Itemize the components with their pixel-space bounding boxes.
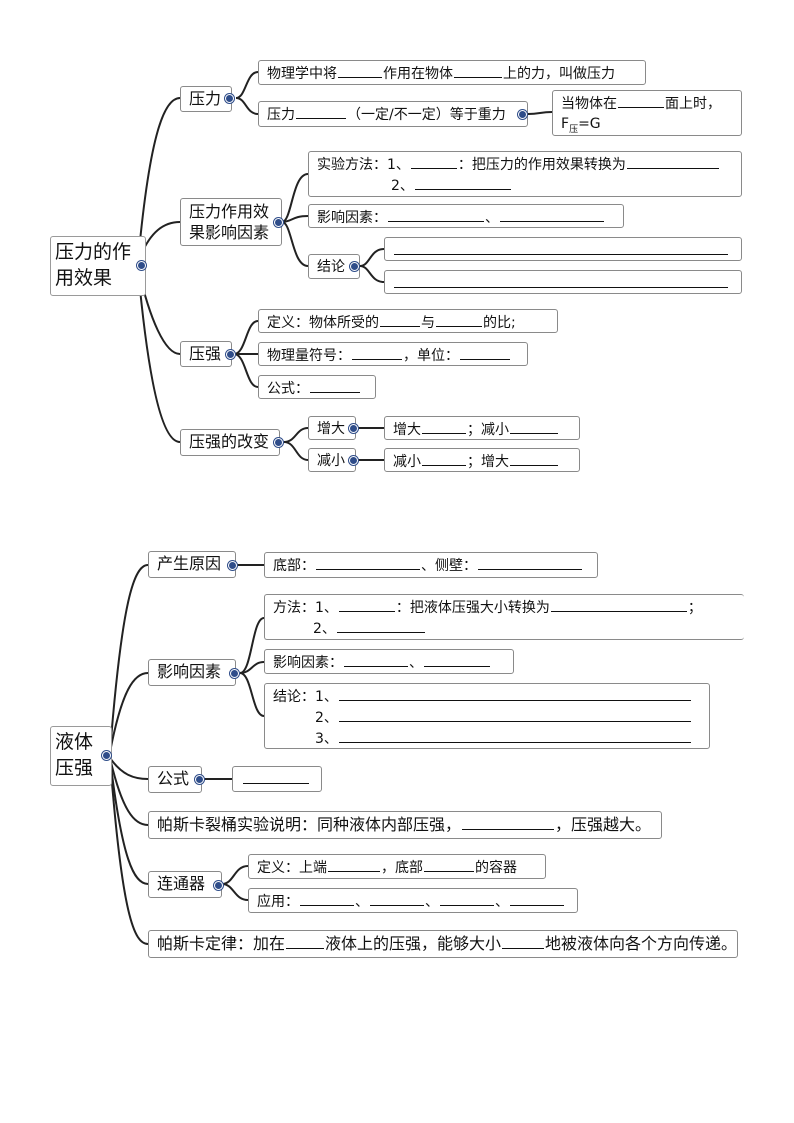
collapse-toggle[interactable] xyxy=(137,261,146,270)
collapse-toggle[interactable] xyxy=(350,262,359,271)
liquid-conclusion: 结论：1、 2、 3、 xyxy=(264,683,710,749)
cause-detail: 底部：、侧壁： xyxy=(264,552,598,578)
collapse-toggle[interactable] xyxy=(518,110,527,119)
collapse-toggle[interactable] xyxy=(228,561,237,570)
collapse-toggle[interactable] xyxy=(274,218,283,227)
yali-vs-gravity: 压力（一定/不一定）等于重力 xyxy=(258,101,528,127)
node-increase[interactable]: 增大 xyxy=(308,416,356,440)
node-pascal-barrel: 帕斯卡裂桶实验说明：同种液体内部压强，，压强越大。 xyxy=(148,811,662,839)
decrease-detail: 减小；增大 xyxy=(384,448,580,472)
liquid-factors: 影响因素：、 xyxy=(264,649,514,674)
connector-applications: 应用：、、、 xyxy=(248,888,578,913)
conclusion-line-2 xyxy=(384,270,742,294)
root-node-pressure-effect: 压力的作 用效果 xyxy=(50,236,146,296)
collapse-toggle[interactable] xyxy=(102,751,111,760)
collapse-toggle[interactable] xyxy=(230,669,239,678)
yali-equals-gravity-condition: 当物体在面上时， F压=G xyxy=(552,90,742,136)
node-liquid-factors[interactable]: 影响因素 xyxy=(148,659,236,686)
yali-definition: 物理学中将作用在物体上的力，叫做压力 xyxy=(258,60,646,85)
pressure-symbol-unit: 物理量符号：，单位： xyxy=(258,342,528,366)
collapse-toggle[interactable] xyxy=(214,881,223,890)
node-decrease[interactable]: 减小 xyxy=(308,448,356,472)
liquid-method: 方法：1、：把液体压强大小转换为； 2、 xyxy=(264,594,744,640)
collapse-toggle[interactable] xyxy=(226,350,235,359)
node-pascal-law: 帕斯卡定律：加在液体上的压强，能够大小地被液体向各个方向传递。 xyxy=(148,930,738,958)
collapse-toggle[interactable] xyxy=(225,94,234,103)
collapse-toggle[interactable] xyxy=(274,438,283,447)
node-effect-factors[interactable]: 压力作用效 果影响因素 xyxy=(180,198,282,246)
node-connector[interactable]: 连通器 xyxy=(148,871,222,898)
pressure-formula: 公式： xyxy=(258,375,376,399)
pressure-definition: 定义：物体所受的与的比; xyxy=(258,309,558,333)
conclusion-line-1 xyxy=(384,237,742,261)
node-yali[interactable]: 压力 xyxy=(180,86,232,112)
node-pressure[interactable]: 压强 xyxy=(180,341,232,367)
effect-method: 实验方法：1、：把压力的作用效果转换为 2、 xyxy=(308,151,742,197)
collapse-toggle[interactable] xyxy=(349,424,358,433)
node-cause[interactable]: 产生原因 xyxy=(148,551,236,578)
effect-conclusion[interactable]: 结论 xyxy=(308,254,360,279)
node-pressure-change[interactable]: 压强的改变 xyxy=(180,429,280,456)
collapse-toggle[interactable] xyxy=(195,775,204,784)
connector-definition: 定义：上端，底部的容器 xyxy=(248,854,546,879)
liquid-formula-blank xyxy=(232,766,322,792)
node-liquid-formula[interactable]: 公式 xyxy=(148,766,202,793)
effect-factors: 影响因素：、 xyxy=(308,204,624,228)
collapse-toggle[interactable] xyxy=(349,456,358,465)
increase-detail: 增大；减小 xyxy=(384,416,580,440)
root-node-liquid-pressure: 液体 压强 xyxy=(50,726,112,786)
